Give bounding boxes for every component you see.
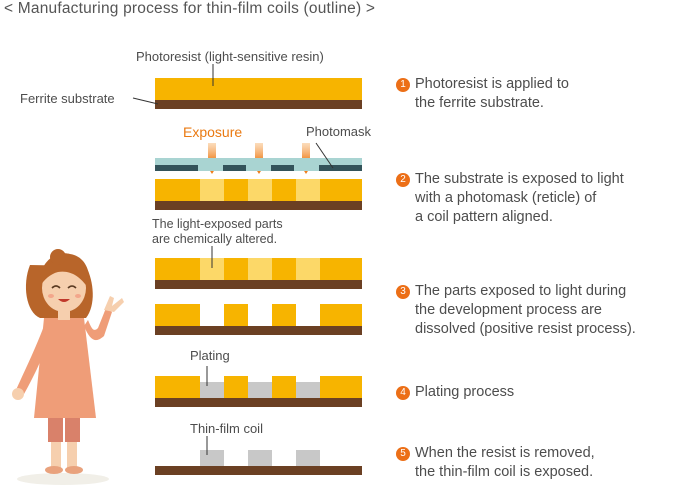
exposed-zone	[248, 179, 272, 201]
stage-3-developed	[155, 304, 362, 335]
thin-film-coil-label: Thin-film coil	[190, 421, 263, 436]
step-text: Plating process	[415, 384, 515, 400]
substrate-layer	[155, 326, 362, 335]
step-text: The parts exposed to light during	[415, 283, 627, 299]
exposed-zone	[200, 179, 224, 201]
plating-label: Plating	[190, 348, 230, 363]
exposed-note-line: The light-exposed parts	[152, 217, 283, 231]
coil-block	[200, 450, 224, 466]
step-number-badge: 1	[396, 78, 410, 92]
resist-block	[224, 304, 248, 326]
step-number-badge: 3	[396, 285, 410, 299]
page-title: < Manufacturing process for thin-film co…	[4, 0, 376, 17]
resist-block	[272, 304, 296, 326]
plating-block	[200, 382, 224, 398]
stage-3-altered	[155, 246, 362, 289]
exposed-zone	[200, 258, 224, 280]
resist-block	[272, 376, 296, 398]
step-text: the development process are	[415, 302, 602, 318]
stage-5-coil	[155, 436, 362, 475]
resist-block	[155, 376, 200, 398]
substrate-layer	[155, 466, 362, 475]
resist-block	[224, 376, 248, 398]
photomask-label: Photomask	[306, 124, 372, 139]
exposed-zone	[296, 179, 320, 201]
substrate-layer	[155, 100, 362, 109]
resist-block	[320, 304, 362, 326]
step-text: the ferrite substrate.	[415, 95, 544, 111]
step-3: 3 The parts exposed to light during the d…	[396, 282, 636, 339]
substrate-layer	[155, 280, 362, 289]
exposed-note-line: are chemically altered.	[152, 232, 278, 246]
exposed-zone	[248, 258, 272, 280]
plating-block	[248, 382, 272, 398]
exposed-note: The light-exposed parts are chemically a…	[152, 217, 283, 247]
step-2: 2 The substrate is exposed to light with …	[396, 170, 624, 227]
step-text: When the resist is removed,	[415, 445, 595, 461]
stage-2-exposure	[155, 142, 362, 210]
stage-4-plating	[155, 366, 362, 407]
resist-block	[320, 376, 362, 398]
photomask-leader	[315, 142, 334, 169]
ferrite-leader	[132, 97, 159, 105]
plating-block	[296, 382, 320, 398]
exposed-zone	[296, 258, 320, 280]
photoresist-label: Photoresist (light-sensitive resin)	[136, 49, 324, 64]
step-text: the thin-film coil is exposed.	[415, 464, 594, 480]
step-1: 1 Photoresist is applied to the ferrite s…	[396, 75, 569, 113]
resist-block	[155, 304, 200, 326]
ferrite-substrate-label: Ferrite substrate	[20, 91, 115, 106]
substrate-layer	[155, 201, 362, 210]
stage-1-resist-coated	[155, 78, 362, 109]
resist-layer	[155, 78, 362, 100]
step-number-badge: 5	[396, 447, 410, 461]
photomask-glass	[155, 158, 362, 165]
step-text: a coil pattern aligned.	[415, 209, 553, 225]
step-number-badge: 4	[396, 386, 410, 400]
step-text: dissolved (positive resist process).	[415, 321, 636, 337]
coil-block	[296, 450, 320, 466]
coil-block	[248, 450, 272, 466]
step-text: with a photomask (reticle) of	[415, 190, 597, 206]
step-5: 5 When the resist is removed, the thin-fi…	[396, 444, 595, 482]
step-4: 4 Plating process	[396, 383, 514, 402]
step-number-badge: 2	[396, 173, 410, 187]
substrate-layer	[155, 398, 362, 407]
presenter-illustration	[12, 249, 124, 485]
exposure-label: Exposure	[183, 124, 243, 140]
step-text: Photoresist is applied to	[415, 76, 569, 92]
step-text: The substrate is exposed to light	[415, 171, 624, 187]
